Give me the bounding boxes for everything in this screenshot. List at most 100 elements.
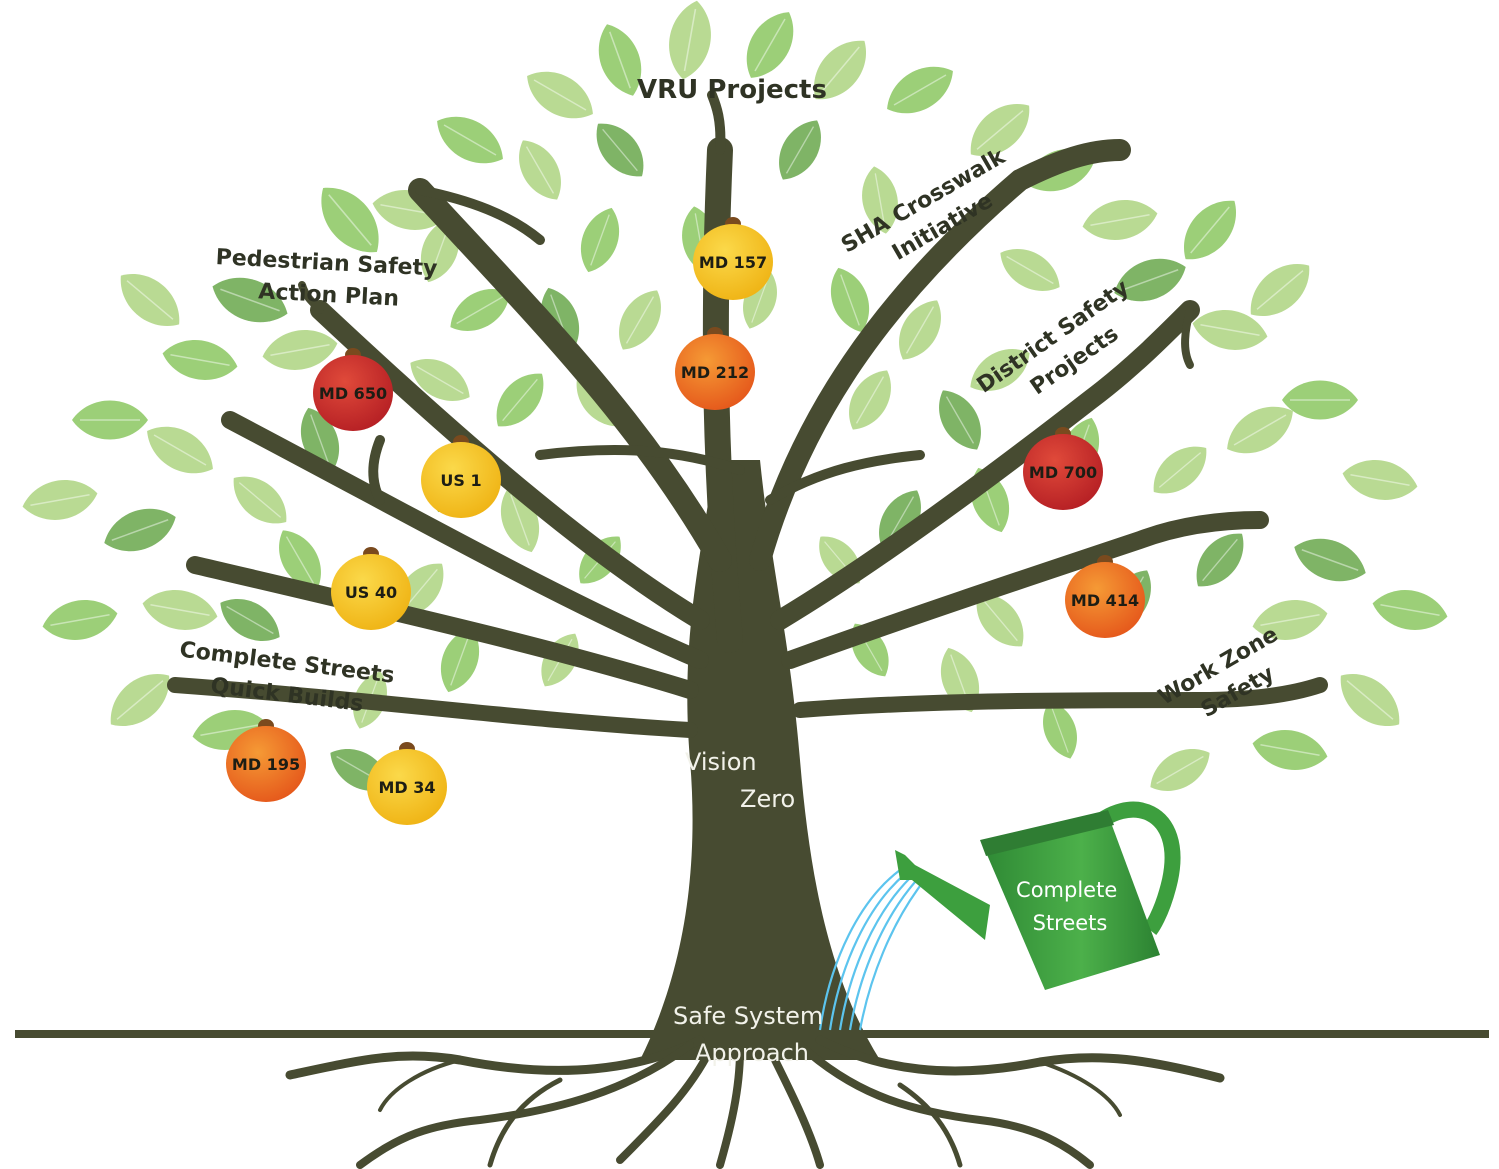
leaf — [1114, 258, 1186, 302]
leaf-vein — [50, 614, 110, 626]
leaf-vein — [1202, 538, 1238, 582]
leaf — [1082, 200, 1158, 240]
leaf — [262, 330, 338, 370]
leaf-vein — [1090, 214, 1150, 226]
vision-zero-label: Vision Zero — [685, 748, 795, 813]
fruit-body — [226, 726, 306, 802]
leaf — [437, 116, 503, 164]
leaf — [1250, 264, 1310, 316]
fruit-label: MD 212 — [681, 363, 749, 382]
leaf — [120, 274, 180, 326]
tree-roots — [285, 1035, 1225, 1169]
leaf — [887, 66, 953, 114]
leaf — [1043, 701, 1077, 759]
vru-projects-label: VRU Projects — [637, 75, 827, 105]
fruit-ornament: MD 650 — [313, 348, 393, 431]
leaf-vein — [976, 110, 1024, 150]
fruit-body — [421, 442, 501, 518]
fruit-ornament: US 40 — [331, 547, 411, 630]
fruit-label: MD 414 — [1071, 591, 1139, 610]
leaf-vein — [153, 434, 207, 466]
leaf-vein — [945, 396, 975, 444]
leaf — [862, 166, 898, 234]
leaf — [110, 674, 170, 726]
fruit-label: MD 650 — [319, 384, 387, 403]
leaf-vein — [1350, 474, 1410, 486]
leaf-vein — [1380, 604, 1440, 616]
leaf-vein — [590, 214, 610, 266]
leaf — [519, 140, 561, 200]
leaf — [1294, 538, 1366, 582]
leaf-vein — [1256, 270, 1304, 310]
leaf-vein — [502, 378, 538, 422]
fruit-label: MD 700 — [1029, 463, 1097, 482]
leaf — [72, 400, 148, 440]
leaf-vein — [1121, 269, 1179, 291]
leaf-vein — [976, 355, 1024, 385]
leaf — [410, 359, 470, 401]
leaf-vein — [1156, 755, 1204, 785]
leaf-vein — [1301, 549, 1359, 571]
fruit-ornament: MD 212 — [675, 327, 755, 410]
leaf — [596, 123, 644, 177]
leaf-vein — [754, 18, 786, 72]
fruit-body — [1065, 562, 1145, 638]
leaf-vein — [751, 277, 769, 323]
leaf-vein — [602, 128, 638, 172]
leaf — [42, 600, 118, 640]
leaf-vein — [683, 8, 697, 72]
leaf — [970, 349, 1030, 391]
leaf-vein — [893, 74, 947, 106]
fruit-body — [331, 554, 411, 630]
leaf — [496, 373, 544, 427]
leaf — [1153, 446, 1207, 494]
leaf — [1282, 380, 1358, 420]
leaf — [22, 480, 98, 520]
leaf — [619, 290, 661, 350]
fruit-ornament: MD 34 — [367, 742, 447, 825]
leaf — [598, 24, 642, 96]
leaf-vein — [450, 634, 470, 686]
leaf — [1252, 730, 1328, 770]
leaf — [849, 370, 891, 430]
leaf — [450, 289, 510, 331]
work-zone-safety-label: Work Zone Safety — [1154, 618, 1305, 738]
fruit-body — [313, 355, 393, 431]
fruit-ornament: US 1 — [421, 435, 501, 518]
leaf-vein — [785, 126, 815, 174]
leaf-vein — [220, 288, 280, 312]
leaf-vein — [510, 494, 530, 546]
leaf — [279, 530, 321, 590]
leaf — [1000, 249, 1060, 291]
leaf-vein — [200, 724, 260, 736]
leaf — [746, 12, 794, 78]
leaf-vein — [116, 680, 164, 720]
fruit-label: US 40 — [345, 583, 397, 602]
safe-system-approach-label: Safe System Approach — [673, 1002, 831, 1067]
leaf — [669, 0, 711, 80]
leaf — [1342, 460, 1418, 500]
fruit-ornaments: MD 157 MD 212 MD 650 US 1 US 40 MD 700 MD 414M… — [226, 217, 1145, 825]
fruit-label: MD 195 — [232, 755, 300, 774]
watering-can-icon — [818, 801, 1181, 1031]
leaf — [1252, 600, 1328, 640]
leaf-vein — [1233, 414, 1287, 446]
leaf-vein — [1158, 452, 1202, 488]
leaf-vein — [1260, 744, 1320, 756]
leaf-vein — [226, 605, 274, 635]
leaf-vein — [1260, 614, 1320, 626]
fruit-label: MD 157 — [699, 253, 767, 272]
leaf-vein — [30, 494, 90, 506]
leaf-vein — [625, 296, 655, 344]
leaf — [1192, 310, 1268, 350]
leaf — [1196, 533, 1244, 587]
leaf-vein — [111, 519, 169, 541]
leaf-vein — [1200, 324, 1260, 336]
leaf-vein — [285, 536, 315, 584]
district-safety-label: District Safety Projects — [973, 271, 1159, 425]
leaf — [440, 627, 480, 693]
leaf-vein — [310, 414, 330, 466]
leaf — [104, 508, 176, 552]
leaf — [939, 390, 981, 450]
leaf — [220, 599, 280, 641]
